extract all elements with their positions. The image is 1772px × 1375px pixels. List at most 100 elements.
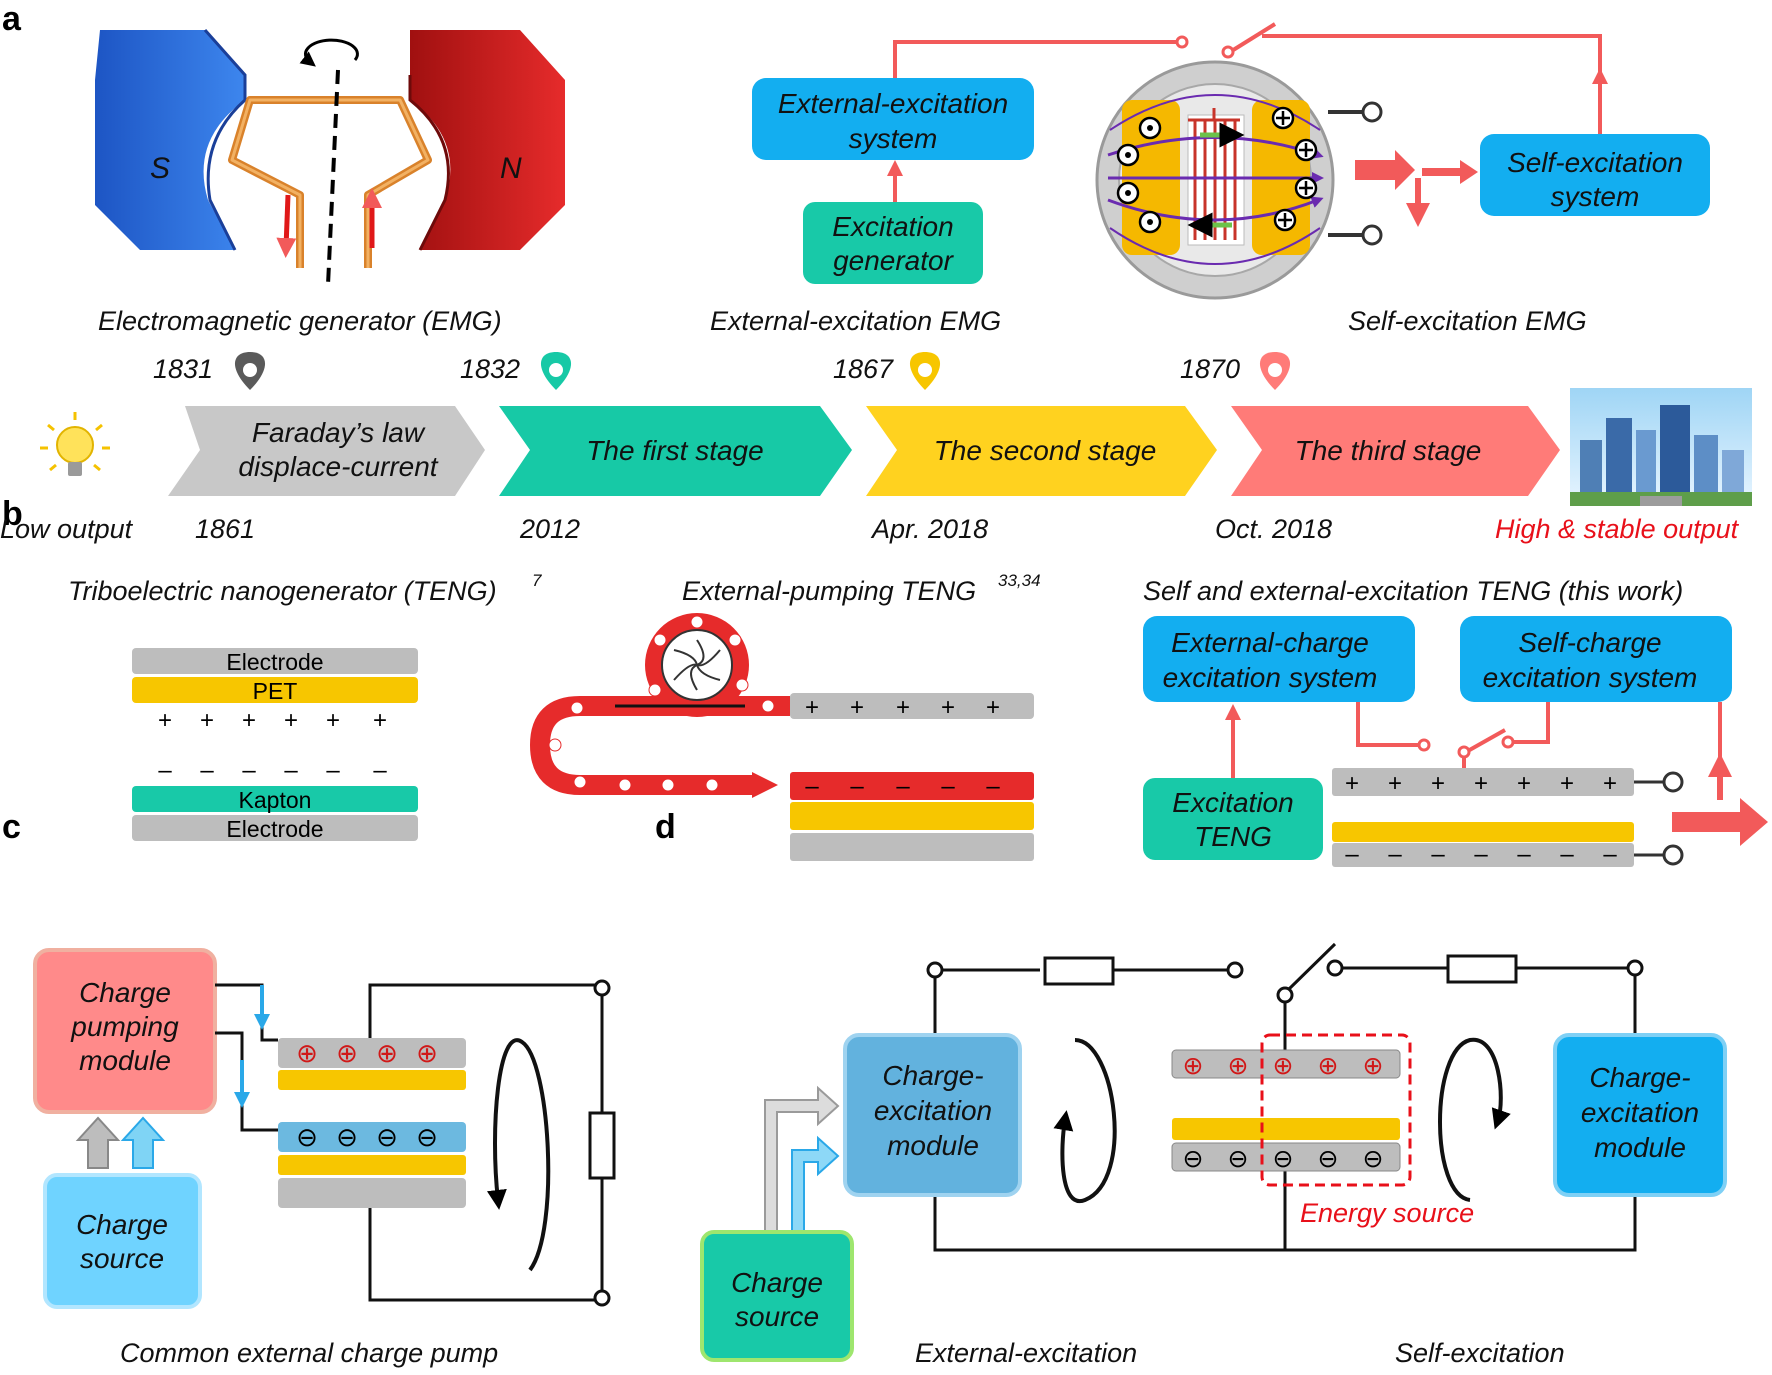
self-charge-excitation-box	[1460, 616, 1732, 702]
pump-dielectric	[790, 802, 1034, 830]
self-charge-wire	[1512, 702, 1550, 744]
rotor-windings	[1193, 120, 1237, 240]
charge-pumping-module-box	[33, 948, 217, 1114]
svg-text:+: +	[1517, 770, 1531, 797]
circuit-d-panel: Charge- excitation module Charge- excita…	[700, 942, 1727, 1362]
stage-2-year-bottom: Apr. 2018	[870, 514, 988, 544]
left-module-line3: module	[887, 1130, 979, 1161]
s-magnet	[95, 30, 245, 250]
rotation-axis	[326, 69, 340, 286]
external-excitation-caption-d: External-excitation	[915, 1338, 1137, 1368]
svg-text:⊕: ⊕	[336, 1039, 358, 1069]
teng-minus-charges: – – – – – –	[158, 757, 387, 784]
svg-text:⊕: ⊕	[1273, 1051, 1294, 1080]
svg-text:–: –	[1431, 841, 1445, 868]
timeline-stage-0	[168, 406, 485, 496]
d-external-current-loop	[1053, 1038, 1117, 1204]
stage-3-year-bottom: Oct. 2018	[1215, 514, 1332, 544]
d-right-resistor	[1446, 954, 1518, 984]
timeline-stage-2	[866, 406, 1217, 496]
pumping-teng: + + + + + – – – – –	[529, 613, 1034, 861]
svg-text:+: +	[242, 707, 256, 734]
energy-source-label: Energy source	[1300, 1198, 1474, 1228]
pump-c-bottom-electrode	[278, 1178, 466, 1208]
pin-icon-2	[909, 352, 941, 390]
charge-source-box-d	[700, 1230, 854, 1362]
layer-pet	[132, 677, 418, 703]
gray-up-arrow	[75, 1116, 121, 1169]
s-magnet-label: S	[150, 152, 170, 185]
external-charge-excitation-box	[1143, 616, 1415, 702]
d-left-terminal	[1226, 961, 1244, 979]
charge-pump-caption: Common external charge pump	[120, 1338, 498, 1368]
svg-text:–: –	[242, 757, 256, 784]
svg-text:–: –	[1388, 841, 1402, 868]
stage-1-year-top: 1832	[460, 354, 520, 384]
svg-text:⊕: ⊕	[1183, 1051, 1204, 1080]
self-excitation-emg: Self-excitation system	[1095, 22, 1710, 300]
d-minus-charges: ⊖ ⊖ ⊖ ⊖ ⊖	[1183, 1144, 1384, 1173]
pump-charged-layer	[790, 772, 1034, 800]
pump-top-electrode	[790, 693, 1034, 719]
self-charge-switch-pivot	[1457, 745, 1471, 759]
pump-c-plus-charges: ⊕ ⊕ ⊕ ⊕	[296, 1039, 438, 1069]
layer-electrode-top	[132, 648, 418, 674]
self-charge-switch	[1465, 728, 1506, 754]
ext-charge-terminal	[1417, 738, 1431, 752]
pump-top-plus-charges: + + + + +	[805, 694, 1000, 721]
pump-blades	[673, 639, 721, 691]
pump-module-line2: pumping	[70, 1011, 179, 1042]
svg-text:+: +	[1560, 770, 1574, 797]
d-self-current-loop	[1438, 1037, 1511, 1202]
svg-text:+: +	[805, 694, 819, 721]
layer-electrode-bottom	[132, 815, 418, 841]
stage-0-line2: displace-current	[238, 451, 438, 482]
pump-c-resistor	[588, 1111, 616, 1180]
svg-text:⊕: ⊕	[1363, 1051, 1384, 1080]
layer-electrode-bottom-label: Electrode	[226, 816, 323, 842]
right-module-line3: module	[1594, 1132, 1686, 1163]
right-module-line2: excitation	[1581, 1097, 1699, 1128]
exc-teng-line2: TENG	[1194, 821, 1272, 852]
n-magnet-label: N	[500, 152, 522, 185]
pump-c-top-dielectric	[278, 1070, 466, 1090]
svg-text:+: +	[200, 707, 214, 734]
layer-kapton	[132, 786, 418, 812]
stage-1-label: The first stage	[586, 435, 763, 466]
ext-system-line2: system	[849, 123, 938, 154]
charge-source-box-c	[43, 1173, 202, 1309]
n-magnet-edge	[408, 75, 450, 251]
self-external-teng-caption: Self and external-excitation TENG (this …	[1143, 576, 1683, 606]
charge-source-d-line1: Charge	[731, 1267, 823, 1298]
self-switch-blade	[1228, 22, 1277, 54]
exc-teng-line1: Excitation	[1172, 787, 1293, 818]
stage-3-year-top: 1870	[1180, 354, 1240, 384]
excitation-teng-box	[1143, 778, 1323, 860]
stage-2-year-top: 1867	[833, 354, 894, 384]
timeline-stage-1	[499, 406, 852, 496]
pumping-teng-caption-ref: 33,34	[998, 571, 1041, 590]
svg-text:⊖: ⊖	[1318, 1144, 1339, 1173]
self-output-arrow	[1355, 150, 1415, 190]
selfexc-bottom-electrode	[1332, 843, 1634, 867]
s-magnet-edge	[203, 29, 247, 251]
pump-c-current-loop	[486, 1038, 551, 1272]
self-excitation-system-box	[1480, 134, 1710, 216]
d-left-top-node	[926, 961, 944, 979]
n-magnet	[410, 30, 565, 250]
svg-text:+: +	[1603, 770, 1617, 797]
emg-caption: Electromagnetic generator (EMG)	[98, 306, 502, 336]
svg-text:–: –	[200, 757, 214, 784]
self-system-line1: Self-excitation	[1507, 147, 1683, 178]
d-right-top-node	[1626, 959, 1644, 977]
d-dielectric	[1172, 1118, 1400, 1140]
svg-text:⊖: ⊖	[416, 1123, 438, 1153]
svg-text:+: +	[284, 707, 298, 734]
selfexc-dielectric	[1332, 822, 1634, 842]
terminal-bottom	[1361, 224, 1383, 246]
ext-charge-line2: excitation system	[1163, 662, 1378, 693]
svg-text:+: +	[896, 694, 910, 721]
pump-module-line3: module	[79, 1045, 171, 1076]
self-external-teng: External-charge excitation system Self-c…	[1143, 616, 1768, 868]
rotation-arrow	[299, 38, 359, 67]
